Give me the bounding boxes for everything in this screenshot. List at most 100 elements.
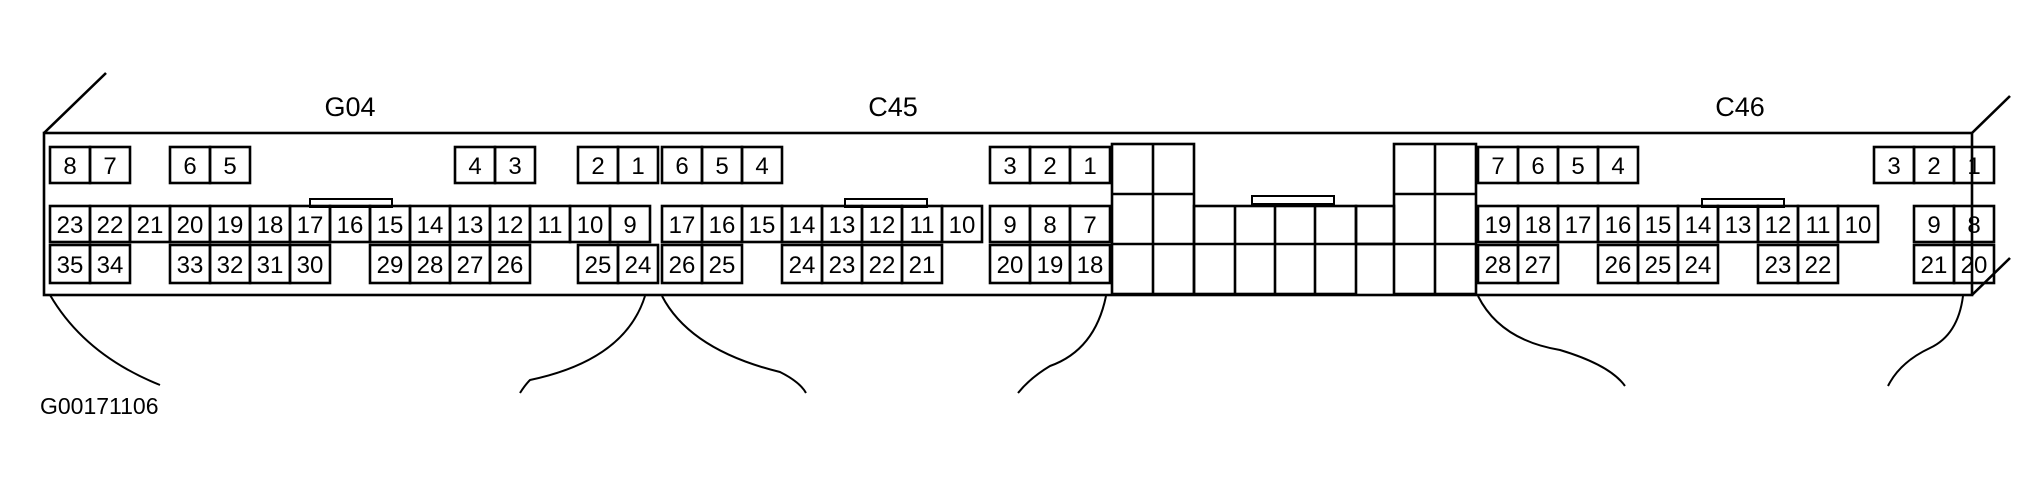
housing-edge-left bbox=[43, 72, 107, 134]
pin-cell-c46-28: 28 bbox=[1476, 243, 1520, 285]
pin-cell-g04-25: 25 bbox=[576, 243, 620, 285]
pin-cell-c45-16: 16 bbox=[700, 204, 744, 244]
pin-box bbox=[288, 243, 332, 285]
pin-number: 17 bbox=[297, 212, 324, 239]
pin-cell-g04-7: 7 bbox=[88, 145, 132, 185]
pin-cell-c45-10: 10 bbox=[940, 204, 984, 244]
pin-cell-g04-19: 19 bbox=[208, 204, 252, 244]
pin-number: 18 bbox=[1077, 252, 1104, 279]
pin-cell-c45-19: 19 bbox=[1028, 243, 1072, 285]
pin-cell-c45-4: 4 bbox=[740, 145, 784, 185]
pin-cell-g04-23: 23 bbox=[48, 204, 92, 244]
pin-cell-c45-14: 14 bbox=[780, 204, 824, 244]
pin-cell-c46-23: 23 bbox=[1756, 243, 1800, 285]
pin-cell-c46-8: 8 bbox=[1952, 204, 1996, 244]
pin-cell-c46-5: 5 bbox=[1556, 145, 1600, 185]
pin-cell-c45-17: 17 bbox=[660, 204, 704, 244]
wire-curve bbox=[519, 295, 646, 394]
pin-cell-g04-6: 6 bbox=[168, 145, 212, 185]
pin-cell-c46-18: 18 bbox=[1516, 204, 1560, 244]
pin-number: 25 bbox=[709, 252, 736, 279]
pin-cell-c45-7: 7 bbox=[1068, 204, 1112, 244]
wire-harness-curves bbox=[49, 294, 1964, 394]
pin-cell-c46-21: 21 bbox=[1912, 243, 1956, 285]
pin-cell-g04-14: 14 bbox=[408, 204, 452, 244]
pin-cell-g04-3: 3 bbox=[493, 145, 537, 185]
connector-label-c45: C45 bbox=[868, 92, 918, 122]
pin-number: 1 bbox=[631, 153, 644, 180]
pin-cell-c46-9: 9 bbox=[1912, 204, 1956, 244]
pin-number: 9 bbox=[623, 212, 636, 239]
pin-cell-g04-20: 20 bbox=[168, 204, 212, 244]
pin-number: 1 bbox=[1083, 153, 1096, 180]
pin-number: 5 bbox=[1571, 153, 1584, 180]
pin-cell-c46-19: 19 bbox=[1476, 204, 1520, 244]
pin-number: 15 bbox=[377, 212, 404, 239]
pin-number: 17 bbox=[1565, 212, 1592, 239]
pin-cell-c45-26: 26 bbox=[660, 243, 704, 285]
pin-number: 5 bbox=[715, 153, 728, 180]
pin-box bbox=[493, 145, 537, 185]
pin-number: 20 bbox=[997, 252, 1024, 279]
pin-cell-g04-24: 24 bbox=[616, 243, 660, 285]
pin-cell-g04-35: 35 bbox=[48, 243, 92, 285]
pin-number: 26 bbox=[669, 252, 696, 279]
pin-number: 16 bbox=[1605, 212, 1632, 239]
pin-cell-c45-6: 6 bbox=[660, 145, 704, 185]
pin-cell-g04-12: 12 bbox=[488, 204, 532, 244]
pin-number: 7 bbox=[1491, 153, 1504, 180]
pin-box bbox=[900, 243, 944, 285]
housing-edge-right-top bbox=[1971, 95, 2011, 134]
pin-cell-c46-16: 16 bbox=[1596, 204, 1640, 244]
pin-number: 2 bbox=[591, 153, 604, 180]
pin-cell-g04-9: 9 bbox=[608, 204, 652, 244]
pin-number: 9 bbox=[1003, 212, 1016, 239]
pin-cell-g04-17: 17 bbox=[288, 204, 332, 244]
pin-cell-g04-26: 26 bbox=[488, 243, 532, 285]
pin-cell-c45-21: 21 bbox=[900, 243, 944, 285]
pin-cell-c45-22: 22 bbox=[860, 243, 904, 285]
pin-number: 3 bbox=[1887, 153, 1900, 180]
pin-number: 17 bbox=[669, 212, 696, 239]
pin-number: 8 bbox=[63, 153, 76, 180]
pin-cell-c45-12: 12 bbox=[860, 204, 904, 244]
center-cavity-block bbox=[1110, 142, 1478, 296]
pin-cell-g04-10: 10 bbox=[568, 204, 612, 244]
pin-cell-g04-32: 32 bbox=[208, 243, 252, 285]
pin-cell-c46-13: 13 bbox=[1716, 204, 1760, 244]
pin-cell-c46-26: 26 bbox=[1596, 243, 1640, 285]
pin-number: 27 bbox=[457, 252, 484, 279]
pin-box bbox=[608, 204, 652, 244]
pin-box bbox=[1068, 145, 1112, 185]
pin-number: 14 bbox=[417, 212, 444, 239]
pin-number: 1 bbox=[1967, 153, 1980, 180]
pin-box bbox=[1952, 145, 1996, 185]
pin-number: 25 bbox=[585, 252, 612, 279]
pin-cell-c46-14: 14 bbox=[1676, 204, 1720, 244]
pin-number: 4 bbox=[468, 153, 481, 180]
key-g04 bbox=[309, 198, 393, 208]
pin-number: 11 bbox=[1806, 212, 1831, 239]
pin-cell-c46-7: 7 bbox=[1476, 145, 1520, 185]
pin-number: 32 bbox=[217, 252, 244, 279]
pin-number: 20 bbox=[177, 212, 204, 239]
pin-number: 18 bbox=[257, 212, 284, 239]
pin-number: 15 bbox=[749, 212, 776, 239]
pin-box bbox=[940, 204, 984, 244]
pin-cell-c46-27: 27 bbox=[1516, 243, 1560, 285]
pin-cell-c46-15: 15 bbox=[1636, 204, 1680, 244]
pin-cell-g04-11: 11 bbox=[528, 204, 572, 244]
pin-cell-c45-11: 11 bbox=[900, 204, 944, 244]
pin-box bbox=[1836, 204, 1880, 244]
pin-cell-c46-10: 10 bbox=[1836, 204, 1880, 244]
pin-cell-c45-13: 13 bbox=[820, 204, 864, 244]
pin-number: 13 bbox=[829, 212, 856, 239]
pin-number: 9 bbox=[1927, 212, 1940, 239]
pin-box bbox=[1596, 145, 1640, 185]
housing-edge-right-bottom bbox=[1971, 257, 2011, 296]
pin-number: 16 bbox=[337, 212, 364, 239]
pin-number: 19 bbox=[1037, 252, 1064, 279]
pin-number: 12 bbox=[497, 212, 524, 239]
pin-number: 24 bbox=[789, 252, 816, 279]
